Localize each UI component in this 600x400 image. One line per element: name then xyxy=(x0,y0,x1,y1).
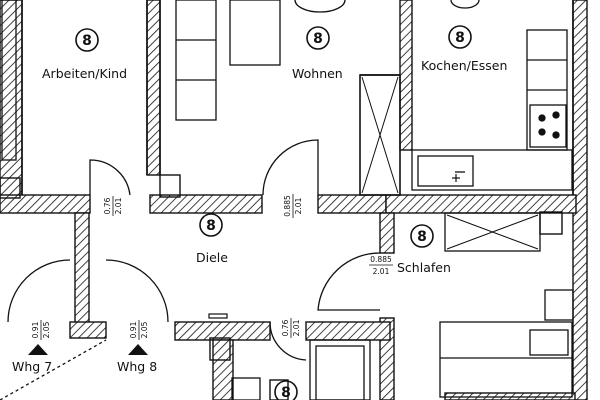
door-whg7 xyxy=(7,259,71,323)
door-swings xyxy=(0,139,381,400)
wall-whg-top xyxy=(69,321,107,339)
label-whg7: Whg 7 xyxy=(12,359,52,374)
marker-kochen xyxy=(448,25,472,49)
dim-d1-bottom: 2.01 xyxy=(114,197,123,214)
wall-kochen-schlafen xyxy=(385,194,577,214)
label-whg8: Whg 8 xyxy=(117,359,157,374)
door-schlafen xyxy=(317,252,381,311)
label-arbeiten: Arbeiten/Kind xyxy=(42,66,127,81)
arrow-whg7-icon xyxy=(28,344,48,355)
wall-bad-left xyxy=(212,339,234,400)
marker-bad xyxy=(274,380,298,400)
marker-schlafen xyxy=(410,224,434,248)
table-kochen xyxy=(450,0,480,9)
marker-kochen-number: 8 xyxy=(455,30,465,46)
wall-bad-right xyxy=(305,321,391,341)
dim-d4-bottom: 2.01 xyxy=(292,319,301,336)
nightstand xyxy=(544,289,574,321)
door-bad xyxy=(269,321,307,361)
shelf-arbeiten xyxy=(1,0,17,161)
wall-wohnen-bottom-mid xyxy=(149,194,263,214)
marker-schlafen-number: 8 xyxy=(417,229,427,245)
wall-arbeiten-wohnen xyxy=(146,0,161,176)
marker-wohnen-number: 8 xyxy=(313,31,323,47)
wall-diele-bottom xyxy=(174,321,271,341)
marker-diele xyxy=(199,213,223,237)
bed xyxy=(439,321,573,398)
dim-d6-top: 0.91 xyxy=(129,321,138,338)
column-5 xyxy=(269,379,289,400)
dim-d3-top: 0.885 xyxy=(370,255,392,264)
room-markers: 8 8 8 8 8 8 xyxy=(75,25,472,400)
washbasin xyxy=(231,377,261,400)
column-1 xyxy=(0,177,21,199)
arrow-whg8-icon xyxy=(128,344,148,355)
wall-arbeiten-bottom-left xyxy=(0,194,91,214)
label-schlafen: Schlafen xyxy=(397,260,451,275)
label-wohnen: Wohnen xyxy=(292,66,343,81)
dim-d6-bottom: 2.05 xyxy=(140,321,149,338)
bathtub xyxy=(309,339,371,400)
table-wohnen xyxy=(294,0,346,13)
wall-wohnen-bottom-right xyxy=(317,194,387,214)
column-3 xyxy=(539,211,563,235)
wall-diele-left xyxy=(74,212,90,324)
marker-diele-number: 8 xyxy=(206,218,216,234)
marker-arbeiten-number: 8 xyxy=(82,33,92,49)
dim-d1-top: 0.76 xyxy=(103,197,112,214)
column-4 xyxy=(209,337,231,361)
wall-diele-schlafen xyxy=(379,212,395,254)
coffee-table xyxy=(229,0,281,66)
switch-mark xyxy=(208,313,228,319)
marker-bad-number: 8 xyxy=(281,385,291,400)
label-kochen: Kochen/Essen xyxy=(421,58,507,73)
column-2 xyxy=(159,174,181,198)
door-dimensions: 0.76 2.01 0.885 2.01 0.885 2.01 0.76 2.0… xyxy=(31,194,393,340)
furniture xyxy=(1,0,574,400)
door-arbeiten xyxy=(89,159,131,196)
dim-d5-bottom: 2.05 xyxy=(42,321,51,338)
dim-d2-bottom: 2.01 xyxy=(294,197,303,214)
wall-left-exterior xyxy=(0,0,23,213)
room-labels: Arbeiten/Kind Wohnen Kochen/Essen Diele … xyxy=(42,58,507,275)
stove xyxy=(529,104,567,148)
label-diele: Diele xyxy=(196,250,228,265)
dim-d3-bottom: 2.01 xyxy=(373,267,390,276)
room-outlines xyxy=(21,0,574,196)
kitchen-sink xyxy=(411,149,573,191)
fixtures xyxy=(208,174,460,319)
unit-markers: Whg 7 Whg 8 xyxy=(12,344,157,374)
dim-d5-top: 0.91 xyxy=(31,321,40,338)
marker-wohnen xyxy=(306,26,330,50)
wardrobe-wohnen xyxy=(359,74,401,196)
dim-d4-top: 0.76 xyxy=(281,319,290,336)
armchair xyxy=(175,0,217,121)
door-wohnen xyxy=(262,139,319,196)
door-whg8 xyxy=(105,259,169,323)
wardrobe-schlafen xyxy=(444,212,541,252)
wall-kochen-left xyxy=(399,0,413,151)
marker-arbeiten xyxy=(75,28,99,52)
dim-d2-top: 0.885 xyxy=(283,195,292,217)
